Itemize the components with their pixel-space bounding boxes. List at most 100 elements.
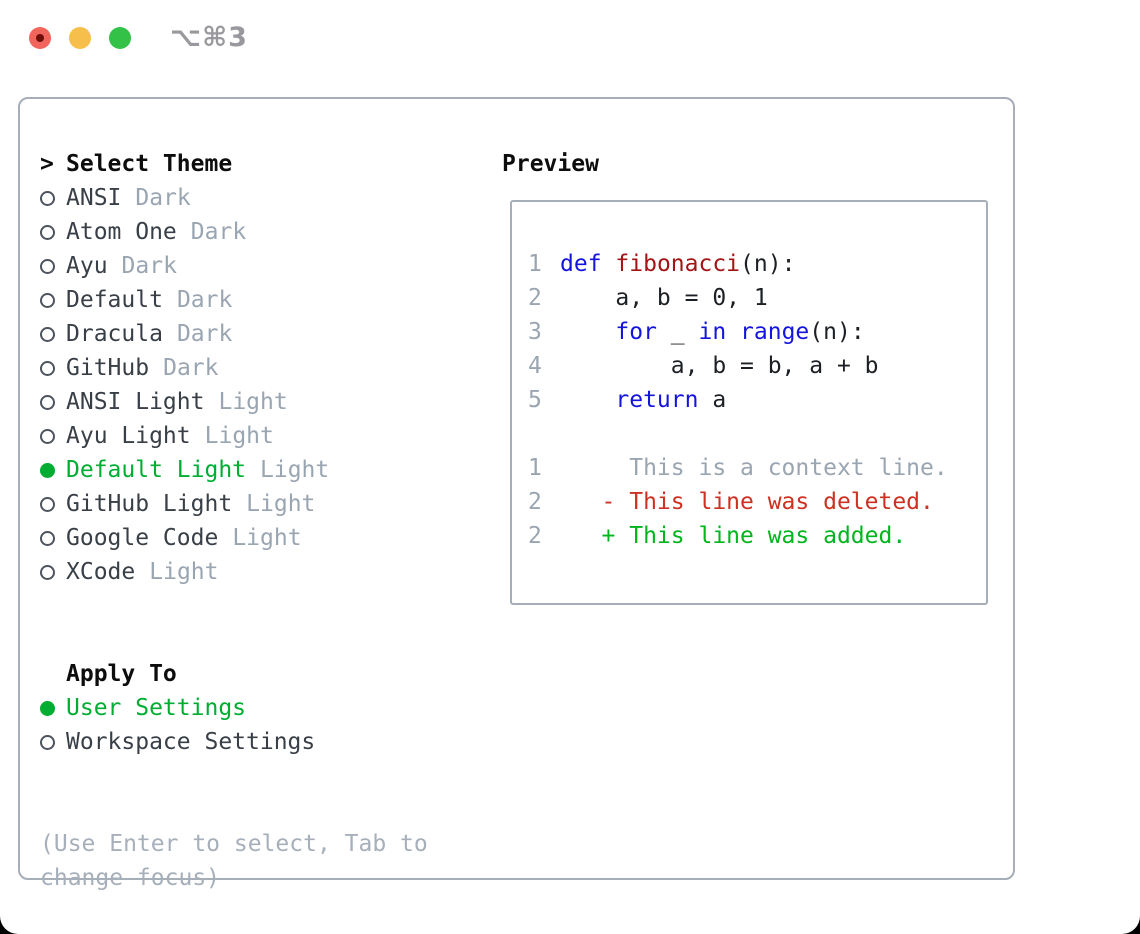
select-theme-header: > Select Theme [40, 147, 490, 181]
radio-selected-icon [40, 700, 55, 716]
theme-option-dracula[interactable]: Dracula Dark [40, 317, 490, 351]
theme-variant: Light [246, 491, 316, 517]
code-text: - This line was deleted. [560, 489, 934, 515]
radio-icon [40, 428, 55, 444]
theme-option-xcode[interactable]: XCode Light [40, 555, 490, 589]
code-text: def fibonacci(n): [560, 251, 796, 277]
theme-variant: Light [149, 559, 219, 585]
window-title: ⌥⌘3 [170, 22, 248, 53]
line-number: 5 [528, 387, 542, 413]
theme-variant: Light [218, 389, 288, 415]
option-label: XCode [66, 559, 136, 585]
line-number: 2 [528, 285, 542, 311]
code-line: 4 a, b = b, a + b [528, 349, 986, 383]
option-label: GitHub Light [66, 491, 233, 517]
theme-variant: Dark [176, 287, 233, 313]
line-number: 2 [528, 489, 542, 515]
apply-to-title: Apply To [66, 661, 177, 687]
theme-option-default[interactable]: Default Dark [40, 283, 490, 317]
apply-option-workspace-settings[interactable]: Workspace Settings [40, 725, 490, 759]
line-number: 1 [528, 455, 542, 481]
theme-option-default-light[interactable]: Default Light Light [40, 453, 490, 487]
traffic-lights [29, 27, 131, 49]
radio-icon [40, 258, 55, 274]
code-line: 1 def fibonacci(n): [528, 247, 986, 281]
minimize-button[interactable] [69, 27, 91, 49]
code-text: + This line was added. [560, 523, 907, 549]
title-bar: ⌥⌘3 [0, 0, 1140, 76]
code-line: 3 for _ in range(n): [528, 315, 986, 349]
preview-title: Preview [502, 151, 599, 177]
radio-icon [40, 530, 55, 546]
code-text: a, b = 0, 1 [560, 285, 768, 311]
code-line: 2 + This line was added. [528, 519, 986, 553]
theme-variant: Light [260, 457, 330, 483]
radio-icon [40, 190, 55, 206]
hint-text-line-1: (Use Enter to select, Tab to [40, 831, 428, 857]
option-label: Atom One [66, 219, 177, 245]
code-text: for _ in range(n): [615, 319, 865, 345]
code-line: 2 - This line was deleted. [528, 485, 986, 519]
theme-option-ayu-light[interactable]: Ayu Light Light [40, 419, 490, 453]
option-label: Ayu Light [66, 423, 191, 449]
option-label: GitHub [66, 355, 150, 381]
code-line [528, 417, 986, 451]
zoom-button[interactable] [109, 27, 131, 49]
option-label: ANSI Light [66, 389, 205, 415]
theme-variant: Dark [121, 253, 177, 279]
spacer [40, 759, 490, 827]
option-label: Google Code [66, 525, 219, 551]
radio-icon [40, 496, 55, 512]
theme-option-ansi-light[interactable]: ANSI Light Light [40, 385, 490, 419]
radio-selected-icon [40, 462, 55, 478]
code-line: 5 return a [528, 383, 986, 417]
theme-option-google-code[interactable]: Google Code Light [40, 521, 490, 555]
radio-icon [40, 326, 55, 342]
option-label: Default [66, 287, 163, 313]
theme-option-github[interactable]: GitHub Dark [40, 351, 490, 385]
line-number: 2 [528, 523, 542, 549]
hint-text-line-2: change focus) [40, 865, 221, 891]
code-text: a, b = b, a + b [560, 353, 879, 379]
option-label: User Settings [66, 695, 247, 721]
line-number: 4 [528, 353, 542, 379]
radio-icon [40, 734, 55, 750]
theme-variant: Light [204, 423, 274, 449]
theme-option-ansi[interactable]: ANSI Dark [40, 181, 490, 215]
line-number: 3 [528, 319, 542, 345]
radio-icon [40, 394, 55, 410]
option-label: ANSI [66, 185, 122, 211]
code-line: 1 This is a context line. [528, 451, 986, 485]
theme-variant: Dark [176, 321, 233, 347]
theme-variant: Dark [135, 185, 191, 211]
radio-icon [40, 292, 55, 308]
apply-option-user-settings[interactable]: User Settings [40, 691, 490, 725]
spacer [40, 589, 490, 657]
option-label: Workspace Settings [66, 729, 316, 755]
apply-to-header: Apply To [40, 657, 490, 691]
radio-icon [40, 224, 55, 240]
option-label: Ayu [66, 253, 108, 279]
code-line: 2 a, b = 0, 1 [528, 281, 986, 315]
select-theme-title: Select Theme [66, 151, 233, 177]
theme-variant: Light [232, 525, 302, 551]
option-label: Dracula [66, 321, 163, 347]
theme-variant: Dark [163, 355, 219, 381]
option-label: Default Light [66, 457, 247, 483]
radio-icon [40, 564, 55, 580]
theme-option-github-light[interactable]: GitHub Light Light [40, 487, 490, 521]
radio-icon [40, 360, 55, 376]
line-number: 1 [528, 251, 542, 277]
theme-option-ayu[interactable]: Ayu Dark [40, 249, 490, 283]
close-button[interactable] [29, 27, 51, 49]
code-text: This is a context line. [560, 455, 948, 481]
code-text: return a [615, 387, 727, 413]
focus-arrow-icon: > [40, 151, 54, 177]
